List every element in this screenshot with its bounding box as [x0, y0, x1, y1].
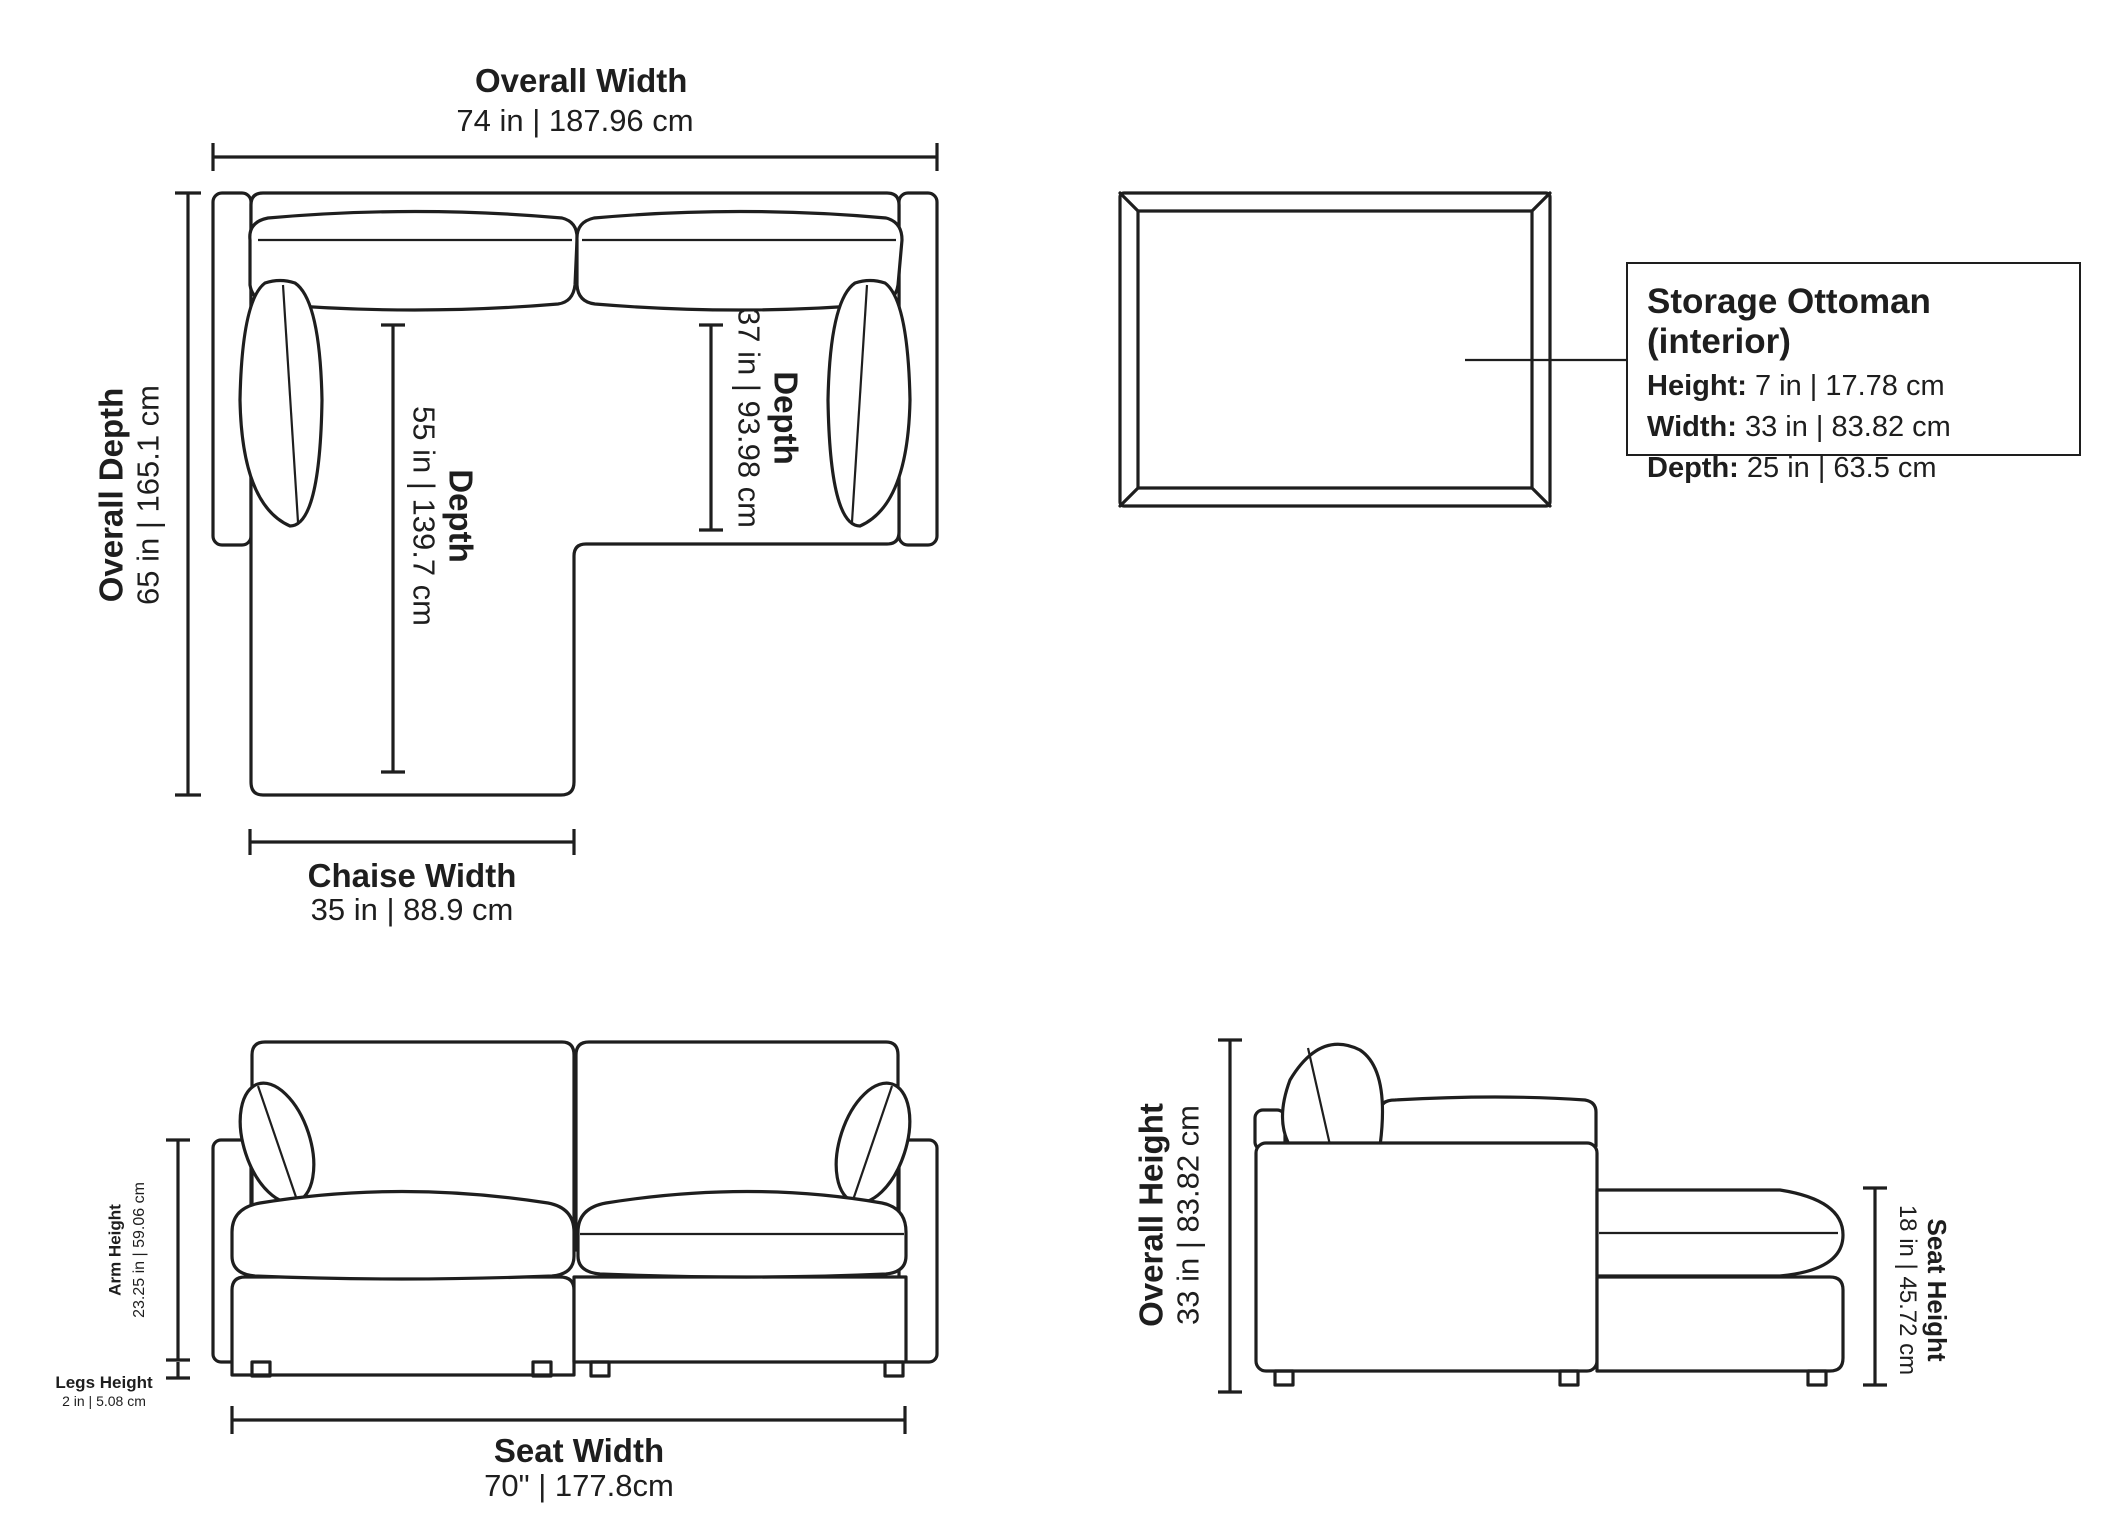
leg	[1806, 1369, 1828, 1387]
pillow-right-top	[826, 278, 912, 528]
back-cushion-right	[575, 209, 904, 312]
leg	[531, 1360, 553, 1378]
sofa-base-top	[249, 191, 901, 797]
seat-height-line	[1863, 1186, 1887, 1387]
overall-depth-value: 65 in | 165.1 cm	[130, 384, 166, 606]
chaise-depth-line	[381, 323, 405, 774]
overall-depth-label: Overall Depth	[92, 387, 130, 603]
seat-depth-label: Depth	[767, 371, 805, 465]
side-view-sofa	[1218, 1038, 1887, 1394]
pillow-side	[1280, 1042, 1385, 1148]
storage-ottoman-drawing	[1118, 191, 1626, 508]
overall-height-value: 33 in | 83.82 cm	[1170, 1104, 1206, 1326]
arm-height-line	[166, 1138, 190, 1362]
body-side	[1254, 1141, 1599, 1373]
seat-width-value: 70" | 177.8cm	[484, 1468, 674, 1503]
overall-height-line	[1218, 1038, 1242, 1394]
chaise-width-line	[248, 829, 576, 855]
ottoman-depth-row: Depth: 25 in | 63.5 cm	[1647, 452, 2079, 485]
leg	[1558, 1369, 1580, 1387]
leg	[1273, 1369, 1295, 1387]
seat-width-label: Seat Width	[493, 1432, 665, 1469]
ottoman-title: Storage Ottoman (interior)	[1647, 282, 1931, 361]
leg	[250, 1360, 272, 1378]
overall-width-value: 74 in | 187.96 cm	[456, 103, 694, 138]
ottoman-height-value: 7 in | 17.78 cm	[1754, 370, 1945, 402]
ottoman-height-label: Height:	[1647, 370, 1747, 402]
seat-width-line	[230, 1406, 907, 1434]
overall-width-line	[211, 143, 939, 171]
pillow-left-front	[238, 1081, 316, 1205]
ottoman-width-row: Width: 33 in | 83.82 cm	[1647, 411, 2079, 444]
arm-height-label: Arm Height	[105, 1204, 125, 1296]
ottoman-width-value: 33 in | 83.82 cm	[1744, 411, 1951, 443]
seat-height-value: 18 in | 45.72 cm	[1894, 1204, 1921, 1376]
base-left-front	[230, 1275, 576, 1377]
chaise-depth-value: 55 in | 139.7 cm	[406, 405, 442, 627]
chaise-width-label: Chaise Width	[307, 857, 517, 894]
ottoman-height-row: Height: 7 in | 17.78 cm	[1647, 370, 2079, 403]
back-cushion-side	[1378, 1095, 1598, 1148]
top-view-sofa	[175, 143, 939, 855]
seat-cushion-left	[230, 1189, 576, 1281]
base-right-front	[572, 1275, 908, 1364]
chaise-base-side	[1595, 1275, 1845, 1373]
legs-height-line	[166, 1362, 190, 1380]
seat-depth-value: 37 in | 93.98 cm	[731, 307, 767, 529]
leg	[589, 1360, 611, 1378]
pillow-right-front	[834, 1081, 912, 1205]
overall-depth-line	[175, 191, 201, 797]
ottoman-info-box: Storage Ottoman (interior) Height: 7 in …	[1626, 262, 2081, 484]
legs-height-value: 2 in | 5.08 cm	[62, 1393, 146, 1409]
overall-height-label: Overall Height	[1132, 1103, 1170, 1327]
ottoman-depth-label: Depth:	[1647, 452, 1739, 484]
legs-height-label: Legs Height	[55, 1373, 153, 1392]
seat-depth-line	[699, 323, 723, 532]
overall-width-label: Overall Width	[475, 62, 688, 99]
ottoman-depth-value: 25 in | 63.5 cm	[1746, 452, 1937, 484]
front-view-sofa	[166, 1040, 939, 1434]
leg	[883, 1360, 905, 1378]
chaise-width-value: 35 in | 88.9 cm	[310, 892, 514, 927]
ottoman-width-label: Width:	[1647, 411, 1737, 443]
pillow-left-top	[238, 278, 324, 528]
arm-height-value: 23.25 in | 59.06 cm	[131, 1182, 148, 1318]
chaise-depth-label: Depth	[442, 469, 480, 563]
seat-height-label: Seat Height	[1922, 1218, 1952, 1362]
